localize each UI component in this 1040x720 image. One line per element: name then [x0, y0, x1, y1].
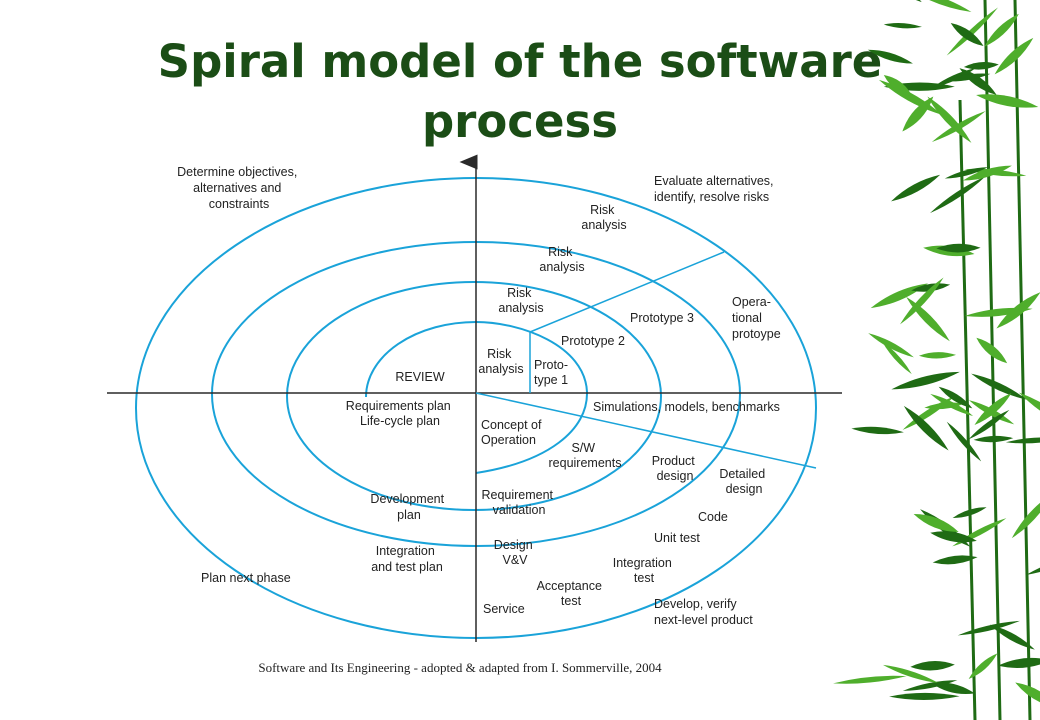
bamboo-leaf — [932, 555, 978, 565]
bamboo-leaf — [900, 277, 944, 325]
label-design-vv: Design V&V — [494, 538, 536, 567]
label-detailed-design: Detailed design — [719, 467, 768, 496]
bamboo-leaf — [868, 333, 914, 358]
bamboo-leaf — [998, 657, 1040, 668]
bamboo-leaf — [952, 507, 987, 518]
bamboo-leaf — [931, 682, 975, 694]
bamboo-leaf — [889, 692, 960, 700]
label-requirement-validation: Requirement validation — [481, 488, 556, 517]
spiral-loop-2 — [286, 281, 662, 511]
bamboo-leaf — [996, 292, 1040, 329]
bamboo-leaf — [833, 675, 907, 684]
bamboo-stem — [1013, 0, 1032, 720]
bamboo-leaf — [867, 49, 913, 64]
footer-caption: Software and Its Engineering - adopted &… — [258, 660, 662, 675]
label-operational-prototype: Opera- tional protoype — [732, 295, 781, 341]
bamboo-leaf — [927, 96, 972, 143]
label-sw-requirements: S/W requirements — [549, 441, 622, 470]
bamboo-leaf — [883, 74, 913, 97]
bamboo-leaf — [910, 661, 955, 671]
label-code: Code — [698, 510, 728, 524]
title-line-2: process — [421, 95, 619, 148]
label-determine-objectives: Determine objectives, alternatives and c… — [177, 165, 301, 211]
label-prototype-2: Prototype 2 — [561, 334, 625, 348]
bamboo-leaf — [891, 174, 941, 202]
label-integration-test: Integration test — [613, 556, 676, 585]
bamboo-leaf — [974, 393, 1012, 425]
bamboo-leaf — [1018, 392, 1040, 434]
label-risk-analysis-4: Risk analysis — [581, 203, 626, 232]
label-evaluate-alternatives: Evaluate alternatives, identify, resolve… — [654, 174, 777, 204]
bamboo-leaf — [963, 61, 999, 70]
label-unit-test: Unit test — [654, 531, 700, 545]
label-prototype-1: Proto- type 1 — [534, 358, 572, 387]
slide-title: Spiral model of the software process — [130, 32, 910, 152]
label-review: REVIEW — [395, 370, 445, 384]
bamboo-leaf — [891, 371, 960, 390]
label-simulations: Simulations, models, benchmarks — [593, 400, 780, 414]
bamboo-leaf — [938, 386, 973, 409]
bamboo-leaf — [911, 283, 951, 292]
bamboo-leaf — [913, 514, 959, 532]
bamboo-leaf — [976, 337, 1008, 364]
bamboo-leaf — [918, 352, 957, 359]
bamboo-leaf — [1015, 682, 1040, 708]
bamboo-leaf — [902, 96, 934, 132]
bamboo-stem — [958, 99, 977, 720]
bamboo-leaf — [1011, 493, 1040, 539]
bamboo-leaf — [930, 393, 974, 416]
label-product-design: Product design — [652, 454, 699, 483]
bamboo-leaf — [903, 405, 949, 451]
label-concept-of-operation: Concept of Operation — [481, 418, 545, 447]
bamboo-leaf — [963, 165, 1012, 181]
bamboo-leaf — [930, 531, 977, 543]
bamboo-leaf — [929, 176, 986, 214]
bamboo-leaf — [946, 7, 998, 56]
label-risk-analysis-2: Risk analysis — [498, 286, 543, 315]
bamboo-leaf — [942, 73, 991, 82]
bamboo-leaf — [936, 243, 981, 253]
label-acceptance-test: Acceptance test — [537, 579, 606, 608]
bamboo-leaf — [989, 624, 1035, 650]
label-plan-next-phase: Plan next phase — [201, 571, 291, 585]
title-line-1: Spiral model of the software — [157, 35, 883, 88]
bamboo-leaf — [909, 0, 972, 13]
bamboo-leaf — [971, 373, 1027, 400]
bamboo-leaf — [984, 13, 1019, 47]
label-integration-plan: Integration and test plan — [371, 544, 443, 574]
label-risk-analysis-3: Risk analysis — [539, 245, 584, 274]
bamboo-leaf — [968, 653, 998, 680]
bamboo-leaf — [994, 37, 1034, 75]
bamboo-leaf — [968, 409, 1010, 440]
bamboo-leaf — [1005, 437, 1040, 444]
label-risk-analysis-1: Risk analysis — [478, 347, 523, 376]
label-service: Service — [483, 602, 525, 616]
bamboo-leaf — [883, 22, 922, 29]
bamboo-leaf — [882, 664, 939, 684]
radial-lines — [475, 251, 817, 469]
bamboo-stem — [983, 0, 1002, 720]
label-prototype-3: Prototype 3 — [630, 311, 694, 325]
bamboo-leaf — [851, 426, 904, 435]
bamboo-leaf — [950, 22, 984, 47]
bamboo-leaf — [957, 620, 1020, 636]
label-development-plan: Development plan — [370, 492, 447, 522]
bamboo-leaf — [946, 421, 982, 462]
label-develop-verify: Develop, verify next-level product — [654, 597, 753, 627]
bamboo-leaf — [976, 94, 1039, 108]
spiral-loop-1 — [365, 321, 589, 474]
label-requirements-plan: Requirements plan Life-cycle plan — [346, 399, 454, 428]
bamboo-leaf — [944, 167, 989, 179]
bamboo-leaf — [973, 435, 1014, 443]
bamboo-leaf — [881, 341, 912, 375]
